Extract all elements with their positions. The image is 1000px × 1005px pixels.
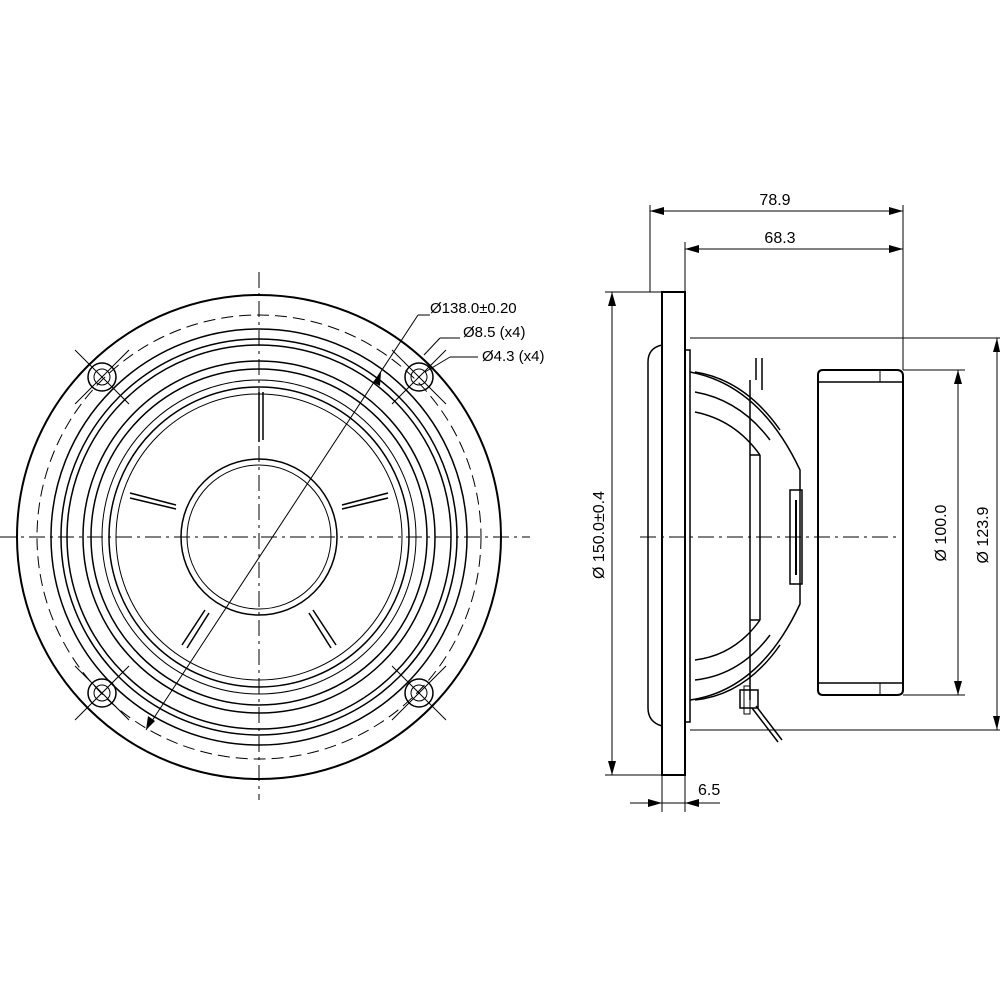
flange [661, 291, 686, 776]
surround-inner-edge [101, 379, 417, 695]
dim-68-3 [684, 242, 903, 292]
spoke-bottom-right [312, 609, 337, 646]
dim-150 [605, 291, 662, 776]
frame-inner-ring [50, 328, 468, 746]
surround-lip [647, 344, 663, 727]
gasket-inner-ring [66, 344, 452, 730]
spoke-bottom-right-edge [308, 612, 332, 649]
gasket-outer-ring [60, 338, 458, 736]
pole-piece [789, 489, 803, 585]
dim-4-3-label: Ø4.3 (x4) [482, 348, 545, 365]
mounting-hole-top-right [391, 349, 447, 405]
basket-arm-bottom-3 [694, 644, 781, 701]
mounting-hole-top-left [74, 349, 130, 405]
dim-6-5 [630, 775, 720, 812]
terminal [739, 685, 783, 743]
spoke-left-edge [129, 497, 177, 510]
dim-100 [903, 369, 965, 696]
magnet [817, 369, 904, 696]
dim-100-label: Ø 100.0 [933, 504, 950, 561]
dim-138-leader [145, 314, 430, 731]
dim-123-9 [690, 337, 1000, 731]
surround-outer-edge [82, 360, 436, 714]
dim-4-3-leader [424, 356, 451, 373]
dim-123-9-label: Ø 123.9 [975, 506, 992, 563]
dim-138-label: Ø138.0±0.20 [430, 300, 517, 317]
spoke-right-edge [341, 497, 389, 510]
dust-cap-outer [180, 458, 338, 616]
dim-8-5-label: Ø8.5 (x4) [463, 324, 526, 341]
cone-outer-edge [108, 386, 410, 688]
basket-rim [685, 349, 691, 723]
dim-68-3-label: 68.3 [764, 230, 795, 247]
dim-150-label: Ø 150.0±0.4 [591, 491, 608, 579]
dim-6-5-label: 6.5 [698, 782, 720, 799]
spoke-left [129, 492, 177, 506]
frame-outer-ring [16, 294, 502, 780]
basket-arm-top-3 [694, 411, 761, 456]
basket-arm-top-2 [694, 391, 771, 441]
basket-outer-profile [689, 371, 801, 701]
surround-ridge [90, 368, 428, 706]
dust-cap-inner [186, 464, 332, 610]
mounting-hole-bottom-left [74, 665, 130, 721]
basket-spokes [129, 392, 389, 649]
dim-8-5-leader [423, 337, 441, 356]
dim-78-9-label: 78.9 [759, 192, 790, 209]
basket-arm-bottom-2 [694, 634, 771, 681]
front-view: Ø138.0±0.20 Ø8.5 (x4) Ø4.3 (x4) [0, 272, 545, 800]
basket-arm-top-1 [694, 371, 781, 431]
spoke-bottom-left [181, 609, 206, 646]
dim-78-9 [649, 205, 904, 370]
spoke-bottom-left-edge [186, 612, 210, 649]
mounting-bolt-circle [36, 314, 482, 760]
spoke-right [341, 492, 389, 506]
mounting-hole-bottom-right [391, 665, 447, 721]
basket-arm-bottom-1 [694, 619, 761, 661]
side-view: 78.9 68.3 Ø 150.0±0.4 Ø 100.0 [591, 192, 1000, 812]
